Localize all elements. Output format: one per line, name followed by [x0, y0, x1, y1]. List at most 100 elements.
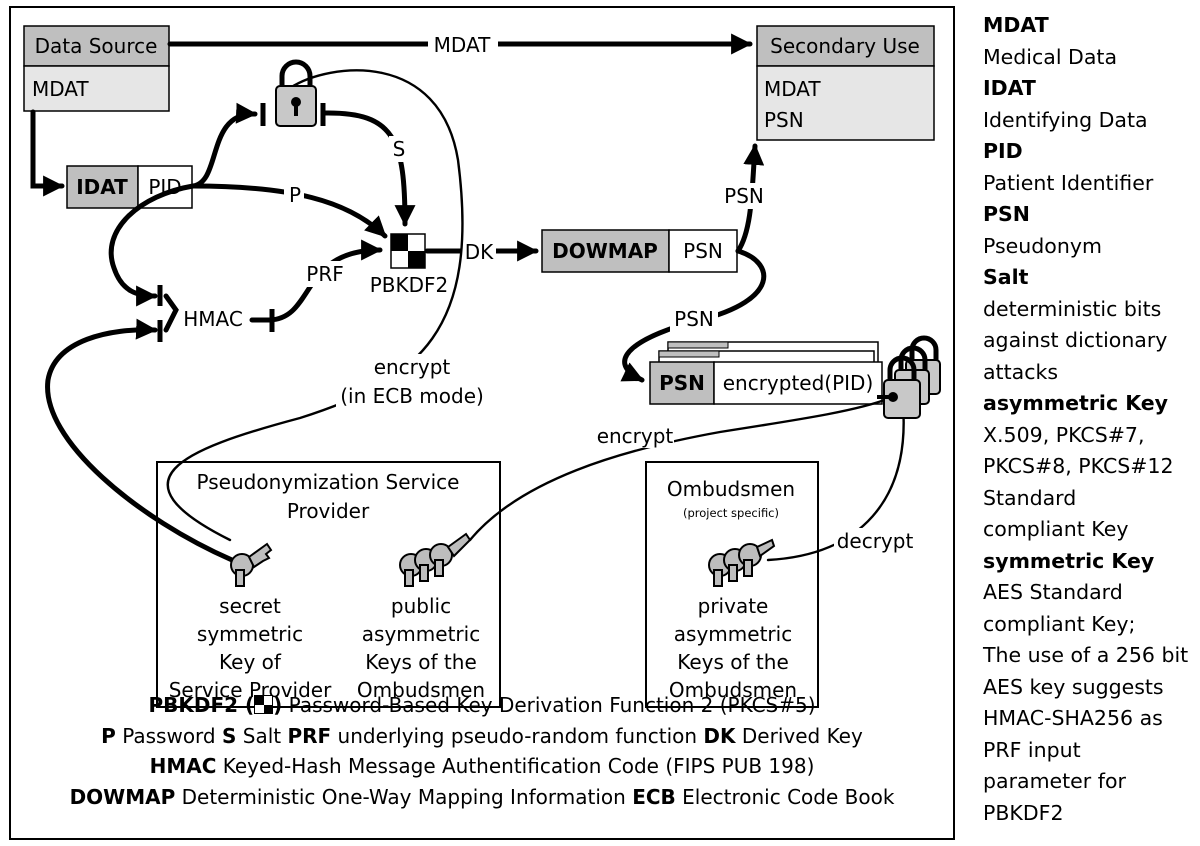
legend-term: asymmetric Key [983, 391, 1169, 415]
secret-key-caption: secret symmetric Key of Service Provider [169, 594, 332, 702]
diagram-frame [9, 6, 955, 840]
legend-desc: PRF input [983, 737, 1081, 762]
prf-edge-label: PRF [306, 262, 343, 286]
psn-lower-edge-label: PSN [674, 307, 714, 331]
legend-desc: AES key suggests [983, 674, 1164, 699]
pseudonymization-diagram: Data Source MDAT Secondary Use MDAT PSN … [23, 25, 941, 708]
encrypt-ecb-label-2: (in ECB mode) [340, 384, 484, 408]
idat-label: IDAT [76, 175, 128, 199]
secondary-use-title: Secondary Use [770, 34, 920, 58]
secretkey-to-hmac-arrow [45, 318, 235, 563]
footer-line-pbkdf2: PBKDF2 () Password-Based Key Derivation … [148, 693, 816, 717]
legend-desc: against dictionary [983, 328, 1168, 352]
legend-desc: Patient Identifier [983, 170, 1154, 195]
pbkdf2-small-icon [254, 695, 274, 714]
legend-term: symmetric Key [983, 548, 1155, 573]
svg-text:private: private [698, 594, 769, 618]
pbkdf2-label: PBKDF2 [370, 273, 449, 297]
dowmap-label: DOWMAP [552, 239, 658, 263]
svg-text:Ombudsmen: Ombudsmen [669, 678, 797, 702]
svg-text:Keys of the: Keys of the [677, 650, 789, 674]
svg-text:asymmetric: asymmetric [674, 622, 792, 646]
secondary-use-box: Secondary Use MDAT PSN [756, 25, 935, 141]
legend-desc: Identifying Data [983, 107, 1148, 132]
legend-term: MDAT [983, 13, 1049, 37]
legend-desc: Pseudonym [983, 233, 1102, 258]
svg-text:symmetric: symmetric [197, 622, 303, 646]
legend-desc: attacks [983, 359, 1059, 384]
psn-record-stack: PSN encrypted(PID) [649, 341, 883, 405]
legend-desc: PKCS#8, PKCS#12 [983, 454, 1174, 478]
password-arrow [190, 183, 388, 239]
legend-desc: AES Standard [983, 580, 1123, 604]
legend-desc: HMAC-SHA256 as [983, 706, 1163, 730]
decrypt-line [766, 403, 905, 562]
service-provider-title-2: Provider [287, 499, 370, 523]
service-provider-title-1: Pseudonymization Service [197, 470, 460, 494]
secondary-use-mdat: MDAT [764, 77, 821, 101]
legend-desc: compliant Key; [983, 611, 1136, 636]
svg-text:Key of: Key of [219, 650, 282, 674]
legend-desc: compliant Key [983, 517, 1129, 541]
data-source-field: MDAT [32, 77, 89, 101]
legend-desc: Medical Data [983, 44, 1118, 69]
svg-text:Ombudsmen: Ombudsmen [357, 678, 485, 702]
pid-to-hmac-arrow [108, 183, 196, 307]
abbreviation-footer: PBKDF2 () Password-Based Key Derivation … [9, 690, 955, 812]
glossary-legend: MDAT Medical Data IDAT Identifying Data … [983, 10, 1198, 829]
svg-text:secret: secret [219, 594, 281, 618]
legend-desc: PBKDF2 [983, 800, 1064, 825]
psn-upper-edge-label: PSN [724, 184, 764, 208]
legend-term: PID [983, 139, 1023, 163]
svg-text:asymmetric: asymmetric [362, 622, 480, 646]
psn-record-label: PSN [659, 371, 705, 395]
svg-text:Keys of the: Keys of the [365, 650, 477, 674]
secret-key-icon [230, 542, 273, 587]
padlock-stack-icon [877, 335, 941, 419]
ombudsmen-box: Ombudsmen (project specific) [645, 461, 819, 708]
legend-desc: Standard [983, 485, 1077, 510]
private-keys-caption: private asymmetric Keys of the Ombudsmen [669, 594, 797, 702]
lock-icon [275, 59, 317, 127]
dowmap-psn-label: PSN [683, 239, 723, 263]
ombudsmen-subtitle: (project specific) [683, 506, 779, 520]
public-keys-icon [399, 532, 472, 587]
password-edge-label: P [289, 183, 301, 207]
encrypted-pid-label: encrypted(PID) [723, 371, 874, 395]
datasource-to-idat-arrow [30, 109, 65, 197]
data-source-title: Data Source [35, 34, 158, 58]
data-source-box: Data Source MDAT [23, 25, 170, 112]
pbkdf2-icon [390, 233, 426, 269]
legend-desc: deterministic bits [983, 296, 1162, 321]
legend-term: Salt [983, 265, 1029, 289]
encrypt-edge-label: encrypt [597, 424, 674, 448]
encrypt-line [468, 396, 892, 542]
legend-term: PSN [983, 202, 1030, 226]
hmac-label: HMAC [183, 307, 243, 331]
svg-text:public: public [391, 594, 451, 618]
dowmap-box: DOWMAP PSN [541, 229, 738, 273]
dk-edge-label: DK [465, 240, 494, 264]
svg-text:Service Provider: Service Provider [169, 678, 332, 702]
encrypt-ecb-label-1: encrypt [374, 355, 451, 379]
ombudsmen-title: Ombudsmen [667, 477, 795, 501]
legend-desc: The use of a 256 bit [983, 643, 1189, 667]
hmac-merge [163, 293, 179, 333]
legend-desc: parameter for [983, 769, 1126, 793]
service-provider-box: Pseudonymization Service Provider [156, 461, 501, 708]
public-keys-caption: public asymmetric Keys of the Ombudsmen [357, 594, 485, 702]
footer-line-hmac: HMAC Keyed-Hash Message Authentification… [149, 754, 815, 778]
encrypt-ecb-line [166, 69, 464, 542]
legend-desc: X.509, PKCS#7, [983, 422, 1145, 447]
footer-line-dowmap: DOWMAP Deterministic One-Way Mapping Inf… [69, 784, 895, 809]
private-keys-icon [708, 538, 776, 587]
idat-box: IDAT PID [66, 165, 193, 209]
mdat-edge-label: MDAT [434, 33, 491, 57]
prf-arrow [249, 239, 383, 323]
secondary-use-psn: PSN [764, 108, 804, 132]
decrypt-edge-label: decrypt [837, 529, 914, 553]
salt-edge-label: S [393, 137, 406, 161]
pid-to-lock-arrow [190, 102, 258, 189]
legend-term: IDAT [983, 76, 1036, 100]
footer-line-params: P Password S Salt PRF underlying pseudo-… [101, 723, 863, 748]
